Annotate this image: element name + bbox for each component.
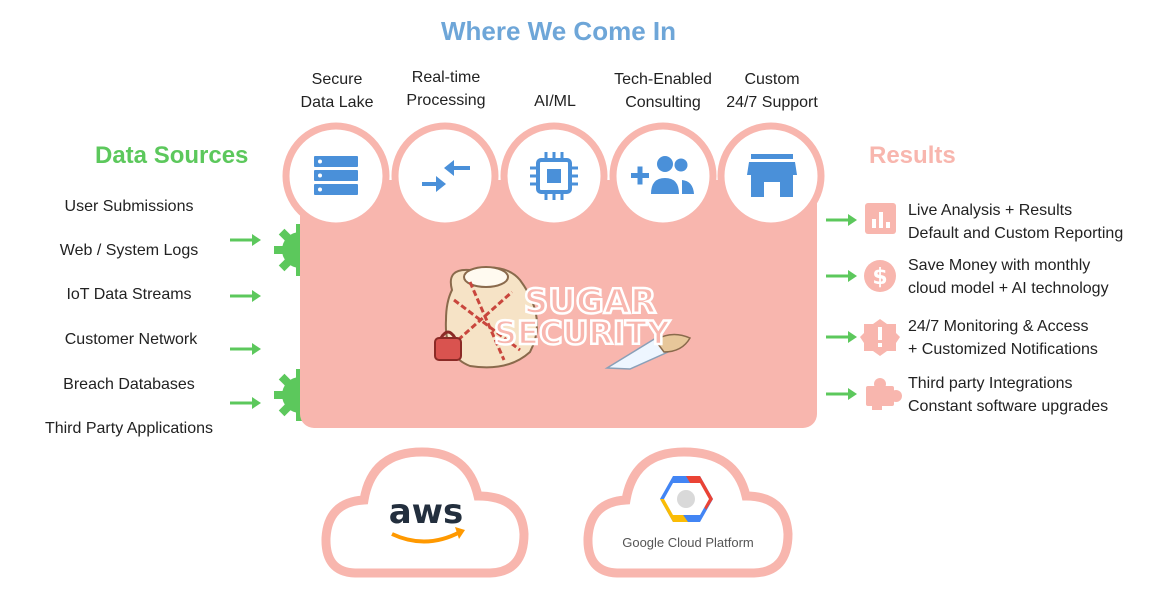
data-source-item: Breach Databases bbox=[63, 376, 195, 393]
arrows-converge-icon bbox=[422, 160, 470, 192]
aws-cloud bbox=[321, 447, 529, 578]
gcp-logo-text: Google Cloud Platform bbox=[622, 535, 754, 550]
logo-word-security: SECURITY bbox=[494, 314, 671, 352]
service-label-aiml: AI/ML bbox=[534, 93, 576, 110]
logo-word-sugar: SUGAR bbox=[524, 282, 657, 322]
puzzle-icon bbox=[866, 378, 902, 410]
aws-logo-text: aws bbox=[389, 492, 464, 532]
data-source-item: Customer Network bbox=[64, 331, 198, 348]
svg-text:$: $ bbox=[872, 265, 887, 290]
results-heading: Results bbox=[869, 142, 956, 169]
data-source-item: Web / System Logs bbox=[59, 242, 199, 259]
add-people-icon bbox=[631, 156, 694, 194]
alert-badge-icon bbox=[860, 319, 900, 356]
aws-arrowhead-icon bbox=[455, 527, 465, 539]
database-icon bbox=[314, 156, 358, 195]
service-circle-processing bbox=[391, 122, 499, 230]
output-arrows bbox=[826, 214, 857, 400]
dollar-icon: $ bbox=[864, 260, 896, 292]
result-item-monitoring: 24/7 Monitoring & Access+ Customized Not… bbox=[908, 318, 1098, 358]
data-source-item: Third Party Applications bbox=[44, 420, 214, 437]
service-circle-consulting bbox=[609, 122, 717, 230]
bar-chart-icon bbox=[865, 203, 896, 234]
diagram-title: Where We Come In bbox=[440, 16, 676, 46]
aws-smile-icon bbox=[391, 530, 461, 544]
sugar-sack-logo bbox=[434, 266, 692, 370]
platform-box bbox=[300, 180, 817, 428]
data-source-item: User Submissions bbox=[64, 198, 194, 215]
storefront-icon bbox=[747, 154, 797, 197]
input-arrows bbox=[230, 234, 261, 409]
chip-icon bbox=[530, 152, 578, 200]
gcp-hexagon-icon bbox=[660, 476, 713, 522]
data-source-item: IoT Data Streams bbox=[66, 286, 192, 303]
data-sources-heading: Data Sources bbox=[95, 142, 249, 169]
